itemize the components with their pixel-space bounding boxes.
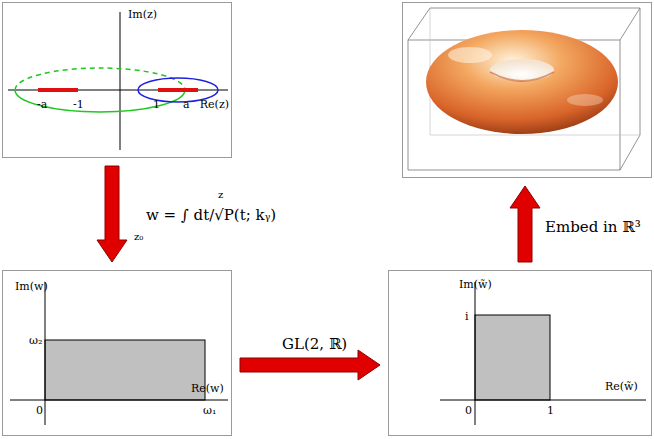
axis-label: 1 — [153, 99, 160, 110]
z-plane-panel: Im(z) Re(z) -a -1 1 a — [2, 2, 232, 158]
axis-label: ω₂ — [29, 335, 42, 346]
axis-label: Re(w̃) — [605, 381, 638, 392]
arrow-label: GL(2, ℝ) — [282, 335, 347, 353]
w-tilde-plane-panel: Im(w̃) Re(w̃) i 0 1 — [388, 270, 652, 436]
w-tilde-plane — [440, 282, 646, 425]
axis-label: 1 — [547, 405, 554, 416]
arrow-label: Embed in ℝ³ — [545, 218, 641, 236]
block-arrow — [510, 186, 540, 262]
axis-label: i — [465, 311, 469, 322]
block-arrow — [97, 166, 127, 262]
integral-limit: z₀ — [134, 232, 143, 242]
axis-label: Im(w̃) — [459, 279, 492, 290]
axis-label: Im(z) — [128, 9, 157, 20]
w-plane-panel: Im(w) Re(w) ω₂ 0 ω₁ — [2, 270, 232, 436]
axis-label: 0 — [36, 405, 43, 416]
axis-label: ω₁ — [203, 405, 216, 416]
axis-label: -a — [37, 99, 47, 110]
axis-label: 0 — [465, 405, 472, 416]
axis-label: Im(w) — [15, 281, 48, 292]
integral-limit: z — [218, 190, 223, 200]
w-plane — [10, 282, 228, 425]
axis-label: Re(w) — [191, 383, 224, 394]
arrow-label: w = ∫ dt/√P(t; kᵧ) — [146, 206, 276, 224]
z-plane — [8, 12, 228, 150]
torus-panel — [402, 2, 652, 178]
block-arrow — [240, 350, 380, 380]
torus-figure — [408, 8, 640, 170]
axis-label: a — [183, 99, 190, 110]
axis-label: -1 — [73, 99, 84, 110]
axis-label: Re(z) — [200, 99, 229, 110]
